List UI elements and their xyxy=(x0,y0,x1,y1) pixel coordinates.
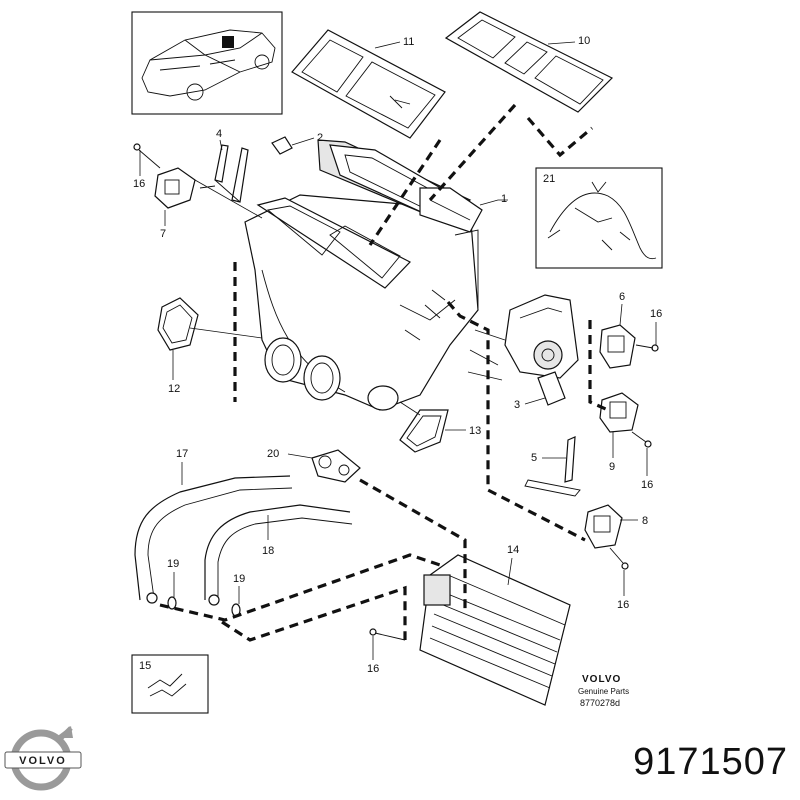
actuator-9 xyxy=(599,392,639,433)
cabin-filter-10 xyxy=(444,11,614,113)
callout-16-c: 16 xyxy=(641,479,653,491)
grommet-20 xyxy=(311,449,361,483)
screw-16-d xyxy=(609,547,629,570)
callout-19-a: 19 xyxy=(167,558,179,570)
callout-6: 6 xyxy=(619,291,625,303)
callout-1: 1 xyxy=(501,193,507,205)
callout-4: 4 xyxy=(216,128,222,140)
callout-5: 5 xyxy=(531,452,537,464)
callout-14: 14 xyxy=(507,544,519,556)
seal-12 xyxy=(157,297,199,351)
callout-16-a: 16 xyxy=(133,178,145,190)
callout-19-b: 19 xyxy=(233,573,245,585)
callout-16-b: 16 xyxy=(650,308,662,320)
screw-16-c xyxy=(631,431,652,448)
air-mix-motor-assembly xyxy=(467,294,579,381)
screw-16-a xyxy=(133,143,161,169)
screw-16-e xyxy=(369,628,406,641)
heater-core-14 xyxy=(419,554,571,706)
hose-18 xyxy=(204,504,353,606)
location-marker-icon xyxy=(222,36,234,48)
footer-drawing-code: 8770278d xyxy=(580,698,620,708)
actuator-7 xyxy=(154,167,196,209)
clip-inset-15 xyxy=(131,654,209,714)
callout-2: 2 xyxy=(317,132,323,144)
callout-15: 15 xyxy=(139,660,151,672)
callout-21: 21 xyxy=(543,173,555,185)
bracket-4 xyxy=(199,144,249,203)
actuator-6 xyxy=(599,324,636,369)
seal-13 xyxy=(399,409,449,453)
clip-2 xyxy=(271,136,293,155)
callout-16-e: 16 xyxy=(367,663,379,675)
callout-17: 17 xyxy=(176,448,188,460)
screw-16-b xyxy=(635,344,659,352)
callout-13: 13 xyxy=(469,425,481,437)
o-ring-19-a xyxy=(167,596,177,610)
callout-3: 3 xyxy=(514,399,520,411)
callout-7: 7 xyxy=(160,228,166,240)
callout-11: 11 xyxy=(403,36,414,48)
actuator-arm-3 xyxy=(537,371,566,406)
volvo-logo: VOLVO xyxy=(4,726,82,791)
part-number: 9171507 xyxy=(633,741,788,783)
callout-20: 20 xyxy=(267,448,279,460)
cabin-filter-11 xyxy=(291,29,446,139)
assembly-dashed-lines xyxy=(159,103,609,642)
footer-brand: VOLVO xyxy=(582,674,621,685)
callout-8: 8 xyxy=(642,515,648,527)
volvo-logo-text: VOLVO xyxy=(19,755,67,767)
lever-5 xyxy=(524,436,581,497)
callout-10: 10 xyxy=(578,35,590,47)
wiring-harness-21 xyxy=(535,167,663,269)
callout-16-d: 16 xyxy=(617,599,629,611)
callout-9: 9 xyxy=(609,461,615,473)
footer-genuine-parts: Genuine Parts xyxy=(578,687,629,696)
car-location-inset xyxy=(131,11,283,115)
heater-housing-1 xyxy=(244,139,483,411)
actuator-8 xyxy=(584,504,623,549)
callout-12: 12 xyxy=(168,383,180,395)
callout-18: 18 xyxy=(262,545,274,557)
